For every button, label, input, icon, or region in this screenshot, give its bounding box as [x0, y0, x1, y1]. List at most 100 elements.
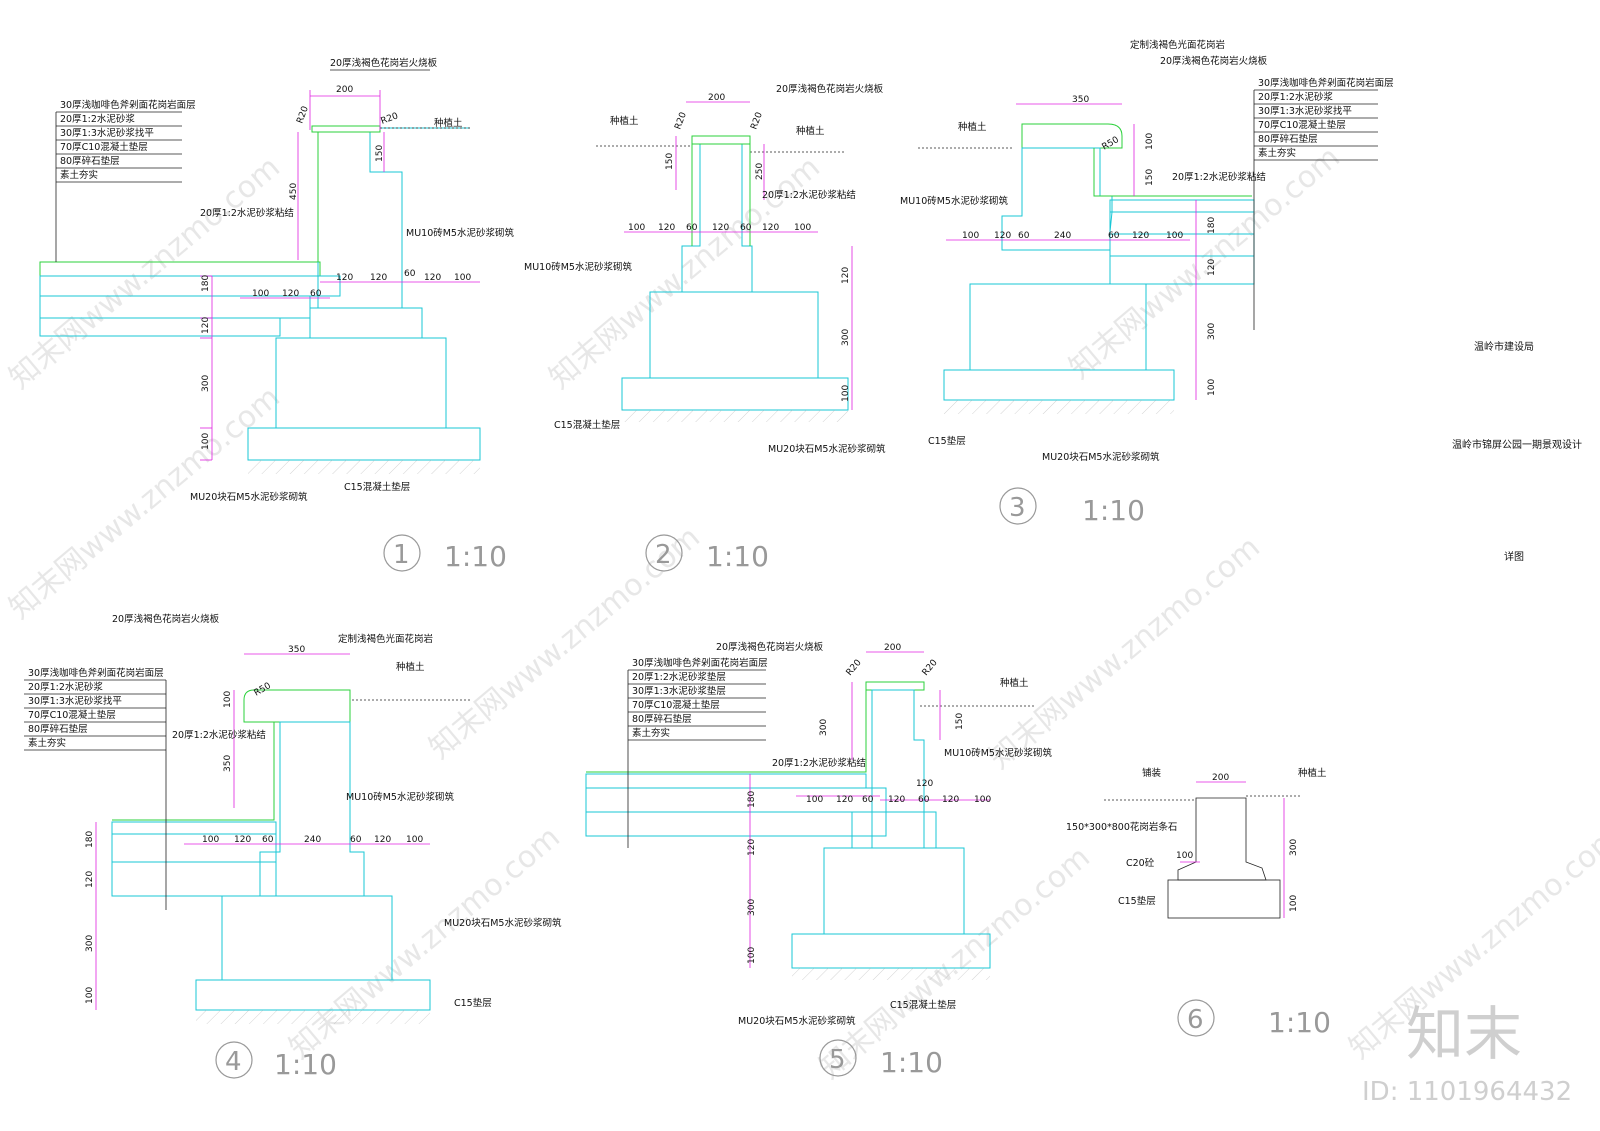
- dim: 100: [841, 385, 851, 402]
- dim: 120: [712, 223, 729, 233]
- dim: 200: [708, 93, 725, 103]
- label: MU10砖M5水泥砂浆砌筑: [346, 791, 454, 803]
- dim: R50: [1101, 135, 1122, 153]
- label: 种植土: [434, 117, 463, 129]
- dim: 350: [1072, 95, 1089, 105]
- dim: 100: [1166, 231, 1183, 241]
- label: 20厚1:2水泥砂浆: [60, 113, 135, 125]
- label: 30厚1:3水泥砂浆找平: [28, 695, 122, 707]
- product-id: ID: 1101964432: [1362, 1077, 1572, 1107]
- dim: 300: [819, 719, 829, 736]
- dim: 120: [836, 795, 853, 805]
- dim: 120: [994, 231, 1011, 241]
- dim: 180: [747, 791, 757, 808]
- label: 种植土: [610, 115, 639, 127]
- detail-scale: 1:10: [706, 540, 769, 573]
- dim: 120: [1207, 259, 1217, 276]
- detail-marker-circle: [999, 487, 1037, 525]
- dim: R20: [845, 658, 864, 678]
- label: 30厚浅咖啡色斧剁面花岗岩面层: [28, 667, 164, 679]
- label: 30厚1:3水泥砂浆垫层: [632, 685, 726, 697]
- detail-2: 20厚浅褐色花岗岩火烧板 种植土 种植土 20厚1:2水泥砂浆粘结 MU10砖M…: [524, 83, 886, 573]
- dim: 450: [289, 183, 299, 200]
- label: 20厚1:2水泥砂浆垫层: [632, 671, 726, 683]
- dim: 100: [794, 223, 811, 233]
- dim: 60: [310, 289, 322, 299]
- dim: 60: [262, 835, 274, 845]
- dim: 300: [1207, 323, 1217, 340]
- dim: 100: [747, 947, 757, 964]
- dim: 240: [1054, 231, 1071, 241]
- detail-scale: 1:10: [1268, 1006, 1331, 1039]
- dim: 100: [1176, 851, 1193, 861]
- dim: 100: [85, 987, 95, 1004]
- dim: 100: [454, 273, 471, 283]
- label: 20厚1:2水泥砂浆粘结: [200, 207, 294, 219]
- label: 80厚碎石垫层: [60, 155, 120, 167]
- dim: 300: [201, 375, 211, 392]
- dim: 300: [747, 899, 757, 916]
- title-project: 温岭市锦屏公园一期景观设计: [1452, 438, 1582, 451]
- label: 20厚1:2水泥砂浆粘结: [1172, 171, 1266, 183]
- label: C15混凝土垫层: [554, 419, 620, 431]
- dim: 60: [740, 223, 752, 233]
- label: 素土夯实: [1258, 147, 1296, 159]
- dim: 150: [375, 145, 385, 162]
- dim: 100: [628, 223, 645, 233]
- label: 20厚浅褐色花岗岩火烧板: [776, 83, 884, 95]
- dim: 60: [1018, 231, 1030, 241]
- dim: 150: [955, 713, 965, 730]
- dim: 180: [201, 275, 211, 292]
- label: 150*300*800花岗岩条石: [1066, 821, 1177, 833]
- dim: 120: [841, 267, 851, 284]
- dim: 60: [686, 223, 698, 233]
- detail-marker-circle: [383, 534, 421, 572]
- dim: 150: [1145, 169, 1155, 186]
- label: MU20块石M5水泥砂浆砌筑: [444, 917, 562, 929]
- dim: 200: [884, 643, 901, 653]
- watermark-text: 知末网www.znzmo.com: [813, 840, 1097, 1086]
- label: 70厚C10混凝土垫层: [632, 699, 720, 711]
- label: 铺装: [1142, 767, 1162, 779]
- label: 种植土: [1000, 677, 1029, 689]
- detail-marker-circle: [215, 1041, 253, 1079]
- detail-3: 定制浅褐色光面花岗岩 20厚浅褐色花岗岩火烧板 30厚浅咖啡色斧剁面花岗岩面层 …: [900, 39, 1394, 527]
- dim: 120: [234, 835, 251, 845]
- label: 30厚1:3水泥砂浆找平: [60, 127, 154, 139]
- label: 定制浅褐色光面花岗岩: [338, 633, 433, 645]
- dim: 100: [1289, 895, 1299, 912]
- label: 种植土: [958, 121, 987, 133]
- label: C15垫层: [454, 997, 492, 1009]
- detail-5: 20厚浅褐色花岗岩火烧板 30厚浅咖啡色斧剁面花岗岩面层 20厚1:2水泥砂浆垫…: [585, 641, 1052, 1079]
- dim: 350: [288, 645, 305, 655]
- dim: 120: [85, 871, 95, 888]
- dim: 300: [85, 935, 95, 952]
- watermark-text: 知末网www.znzmo.com: [983, 530, 1267, 776]
- label: 30厚浅咖啡色斧剁面花岗岩面层: [632, 657, 768, 669]
- label: 20厚浅褐色花岗岩火烧板: [1160, 55, 1268, 67]
- label: 30厚浅咖啡色斧剁面花岗岩面层: [1258, 77, 1394, 89]
- detail-number: 6: [1187, 1005, 1204, 1035]
- detail-marker-circle: [645, 534, 683, 572]
- label: 素土夯实: [28, 737, 66, 749]
- detail-number: 4: [225, 1047, 242, 1077]
- dim: R20: [673, 111, 689, 131]
- detail-number: 5: [829, 1045, 846, 1075]
- dim: R20: [749, 111, 765, 131]
- label: 种植土: [796, 125, 825, 137]
- dim: 60: [404, 269, 416, 279]
- dim: 120: [916, 779, 933, 789]
- dim: R20: [380, 111, 400, 127]
- detail-marker-circle: [819, 1039, 857, 1077]
- title-client: 温岭市建设局: [1474, 340, 1534, 353]
- dim: 100: [974, 795, 991, 805]
- label: 70厚C10混凝土垫层: [1258, 119, 1346, 131]
- label: 20厚浅褐色花岗岩火烧板: [112, 613, 220, 625]
- dim: 60: [350, 835, 362, 845]
- dim: 180: [1207, 217, 1217, 234]
- label: C15垫层: [928, 435, 966, 447]
- label: 20厚1:2水泥砂浆: [1258, 91, 1333, 103]
- watermark-text: 知末网www.znzmo.com: [283, 820, 567, 1066]
- label: MU20块石M5水泥砂浆砌筑: [738, 1015, 856, 1027]
- label: 20厚1:2水泥砂浆粘结: [762, 189, 856, 201]
